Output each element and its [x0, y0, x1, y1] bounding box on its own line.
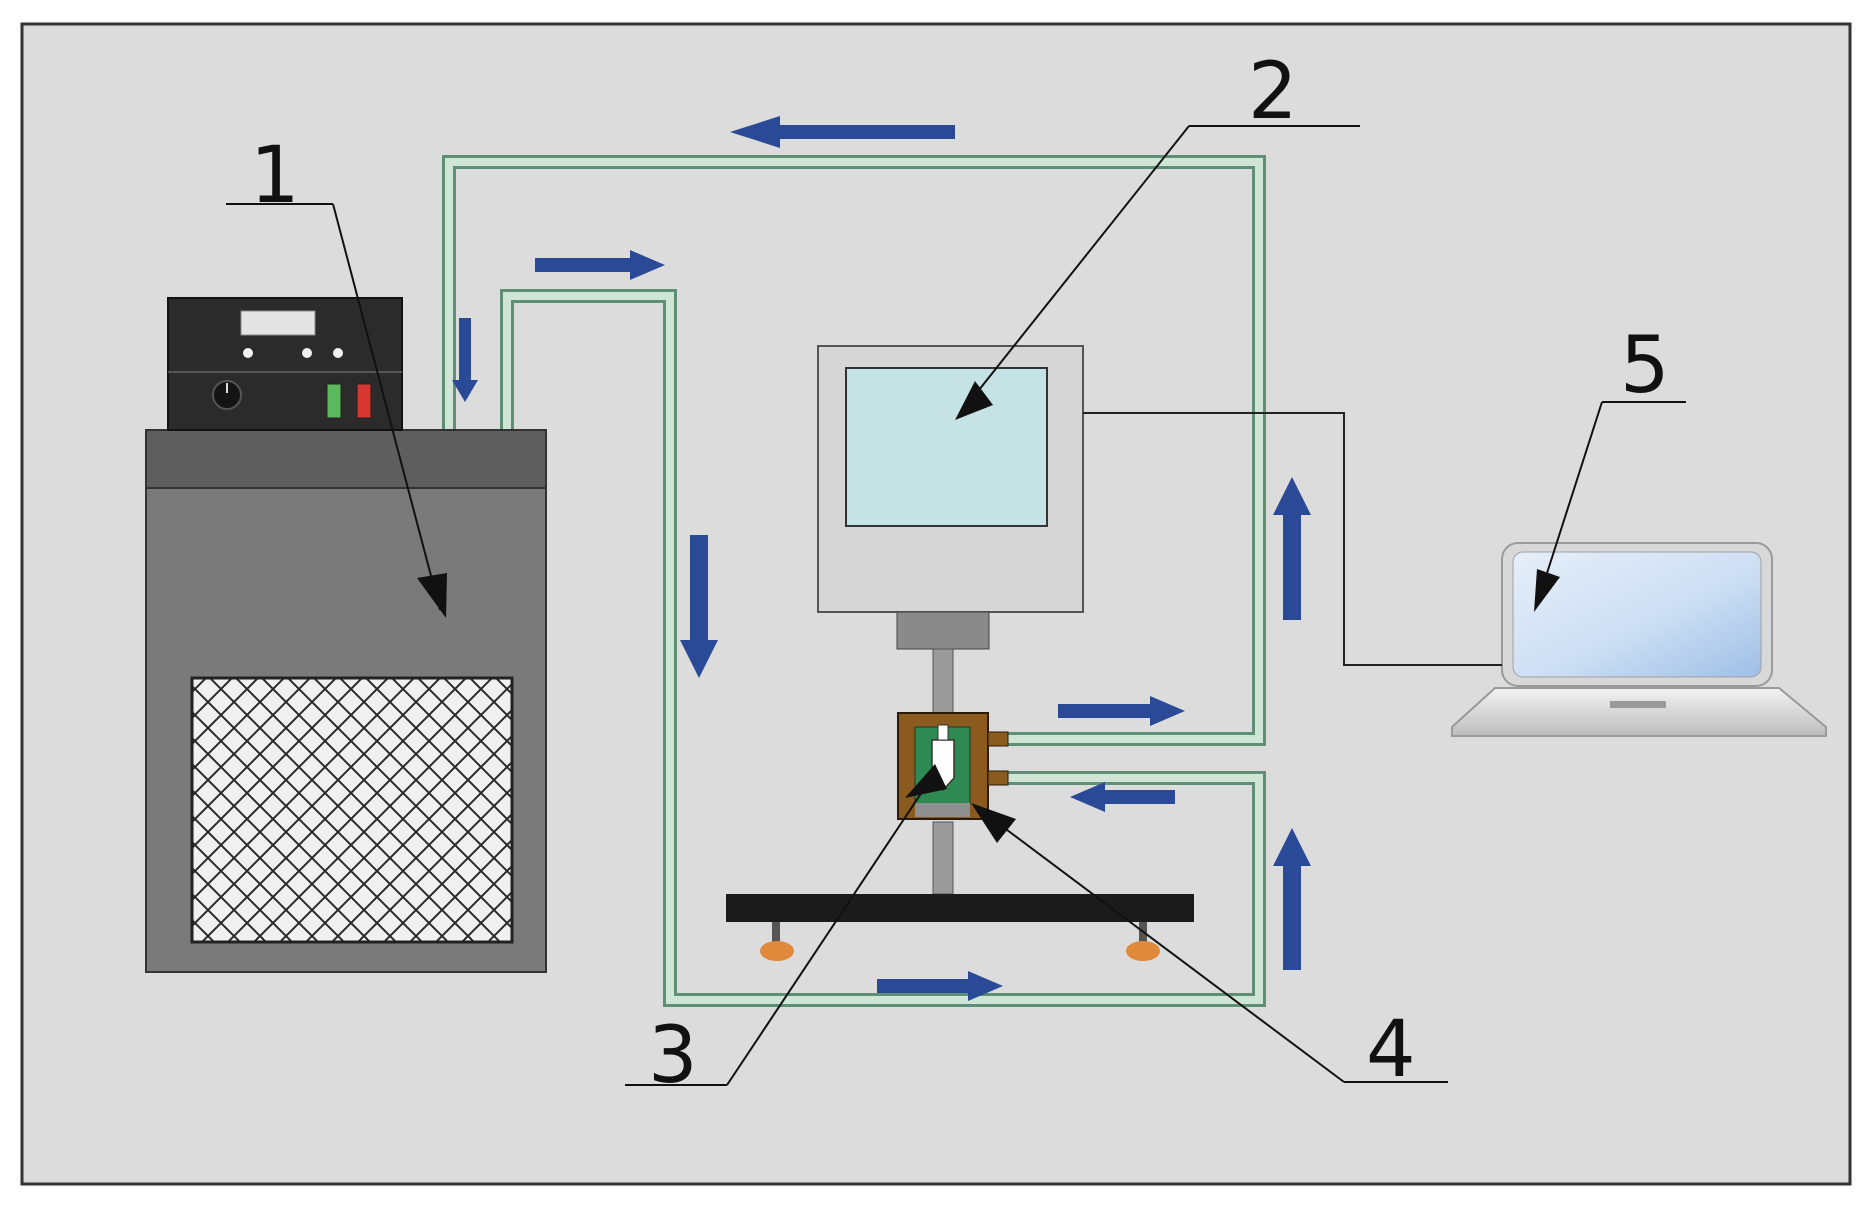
- bath-indicator-light: [333, 348, 343, 358]
- label-computer: 5: [1620, 321, 1670, 411]
- bath-green-switch: [326, 383, 342, 419]
- stand-foot: [760, 941, 794, 961]
- stand-column: [932, 821, 954, 895]
- bath-indicator-light: [302, 348, 312, 358]
- stand-base: [726, 894, 1194, 922]
- rheometer-screen: [845, 367, 1048, 527]
- arrowhead-5: [1534, 569, 1560, 612]
- arrow-down-icon: [452, 318, 478, 402]
- label-bath: 1: [250, 131, 300, 221]
- bath-display: [240, 310, 316, 336]
- laptop-base: [1451, 687, 1827, 737]
- bath-indicator-light: [243, 348, 253, 358]
- rheometer-icon: [726, 345, 1194, 961]
- label-jacket: 4: [1366, 1005, 1416, 1095]
- callout-leaders: [226, 125, 1686, 1086]
- arrowhead-1: [417, 573, 447, 618]
- rheometer-neck: [896, 611, 990, 650]
- arrow-up-icon: [1273, 828, 1311, 970]
- arrow-left-icon: [1070, 782, 1175, 812]
- arrow-right-icon: [535, 250, 665, 280]
- label-sample: 3: [648, 1011, 698, 1101]
- callout-arrowheads: [417, 381, 1560, 843]
- flow-arrows: [452, 116, 1311, 1001]
- laptop-screen: [1512, 551, 1762, 678]
- label-rheometer: 2: [1248, 47, 1298, 137]
- arrowhead-4: [971, 803, 1016, 843]
- data-cable: [1083, 412, 1502, 666]
- bath-grille: [190, 676, 514, 944]
- laptop-icon: [1451, 542, 1827, 737]
- arrow-left-icon: [730, 116, 955, 148]
- arrowhead-3: [905, 764, 947, 798]
- circulating-bath-icon: [145, 297, 547, 973]
- arrowhead-2: [955, 381, 993, 420]
- arrow-right-icon: [1058, 696, 1185, 726]
- bath-lid: [145, 429, 547, 489]
- tubing: [442, 155, 1266, 1007]
- bath-red-switch: [356, 383, 372, 419]
- arrow-up-icon: [1273, 477, 1311, 620]
- stand-foot: [1126, 941, 1160, 961]
- jacket-port: [987, 731, 1009, 747]
- bath-dial-knob: [212, 380, 242, 410]
- temperature-jacket: [897, 712, 1009, 820]
- arrow-down-icon: [680, 535, 718, 678]
- jacket-port: [987, 770, 1009, 786]
- arrow-right-icon: [877, 971, 1003, 1001]
